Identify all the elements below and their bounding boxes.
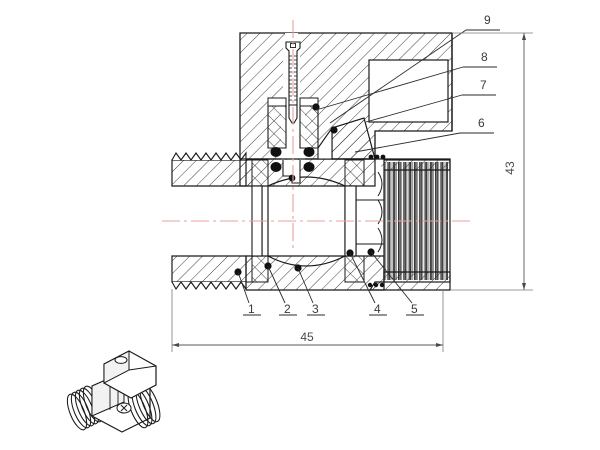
detail-dot-c — [380, 154, 386, 160]
inset-handle-screw — [114, 356, 128, 364]
detail-dot-f — [379, 282, 385, 288]
callout-label-5: 5 — [411, 302, 418, 316]
inset-handle-edge — [128, 365, 157, 371]
o-ring-stem-upper-right — [303, 147, 315, 157]
seat-corner-br — [344, 255, 365, 283]
left-wall-lower — [171, 255, 247, 283]
right-nut-bottom-wall — [368, 271, 451, 291]
centerlines — [162, 20, 470, 250]
dimension-height-43: 43 — [450, 32, 533, 291]
right-leaders — [315, 29, 500, 153]
leader-line-7 — [365, 94, 463, 123]
callout-label-3: 3 — [312, 302, 319, 316]
callout-label-9: 9 — [484, 13, 491, 27]
o-ring-ball-top — [288, 174, 296, 182]
right-nut-top-wall — [375, 158, 451, 171]
leader-line-9 — [329, 29, 467, 124]
dimension-length-45: 45 — [171, 289, 444, 352]
handle-recess — [368, 59, 449, 123]
callout-label-7: 7 — [480, 78, 487, 92]
o-ring-stem-lower-left — [270, 162, 282, 172]
thread-runout — [377, 171, 383, 253]
detail-dot-e — [373, 282, 379, 288]
left-wall-upper — [171, 159, 247, 187]
o-ring-screw — [312, 103, 320, 111]
o-ring-wedge — [330, 126, 338, 134]
collar-shoulder-right — [299, 97, 319, 107]
detail-dot-a — [368, 154, 374, 160]
leader-line-5 — [370, 251, 413, 304]
seat-corner-tl — [251, 159, 269, 187]
detail-dot-d — [367, 282, 373, 288]
wedge-void — [317, 126, 333, 160]
leader-line-1 — [237, 271, 250, 304]
right-callout-labels: 9 8 7 6 — [478, 13, 491, 130]
bottom-leaders — [234, 248, 424, 316]
o-ring-stem-upper-left — [270, 147, 282, 157]
leader-line-6 — [354, 132, 461, 153]
leader-line-4 — [349, 252, 376, 304]
o-ring-stem-lower-right — [303, 162, 315, 172]
o-rings — [270, 103, 338, 182]
ball-upper-arc — [267, 176, 346, 187]
left-thread-bottom — [171, 281, 247, 291]
dim-text-45: 45 — [300, 330, 314, 344]
detail-dot-b — [374, 154, 380, 160]
leader-line-2 — [267, 265, 286, 304]
ball-valve-3d-illustration — [66, 350, 161, 433]
ball-lower-arc — [267, 255, 346, 267]
valve-section-view — [162, 20, 470, 291]
collar-shoulder-left — [267, 97, 287, 107]
stem-collar — [267, 97, 319, 149]
callout-label-1: 1 — [248, 302, 255, 316]
bottom-callout-labels: 1 2 3 4 5 — [248, 302, 418, 316]
inset-port-cross — [120, 404, 128, 412]
callout-label-6: 6 — [478, 116, 485, 130]
callout-label-4: 4 — [374, 302, 381, 316]
leader-line-3 — [297, 267, 314, 304]
dim-text-43: 43 — [503, 161, 517, 175]
screw-thread-marks — [289, 55, 297, 101]
small-thread-detail — [367, 154, 386, 288]
seat-corner-bl — [251, 255, 269, 283]
callout-label-8: 8 — [481, 50, 488, 64]
seat-corner-tr — [344, 159, 365, 187]
callout-label-2: 2 — [284, 302, 291, 316]
leader-line-8 — [315, 66, 464, 111]
left-thread-top — [171, 151, 247, 161]
collar-left — [267, 104, 287, 149]
collar-right — [299, 104, 319, 149]
